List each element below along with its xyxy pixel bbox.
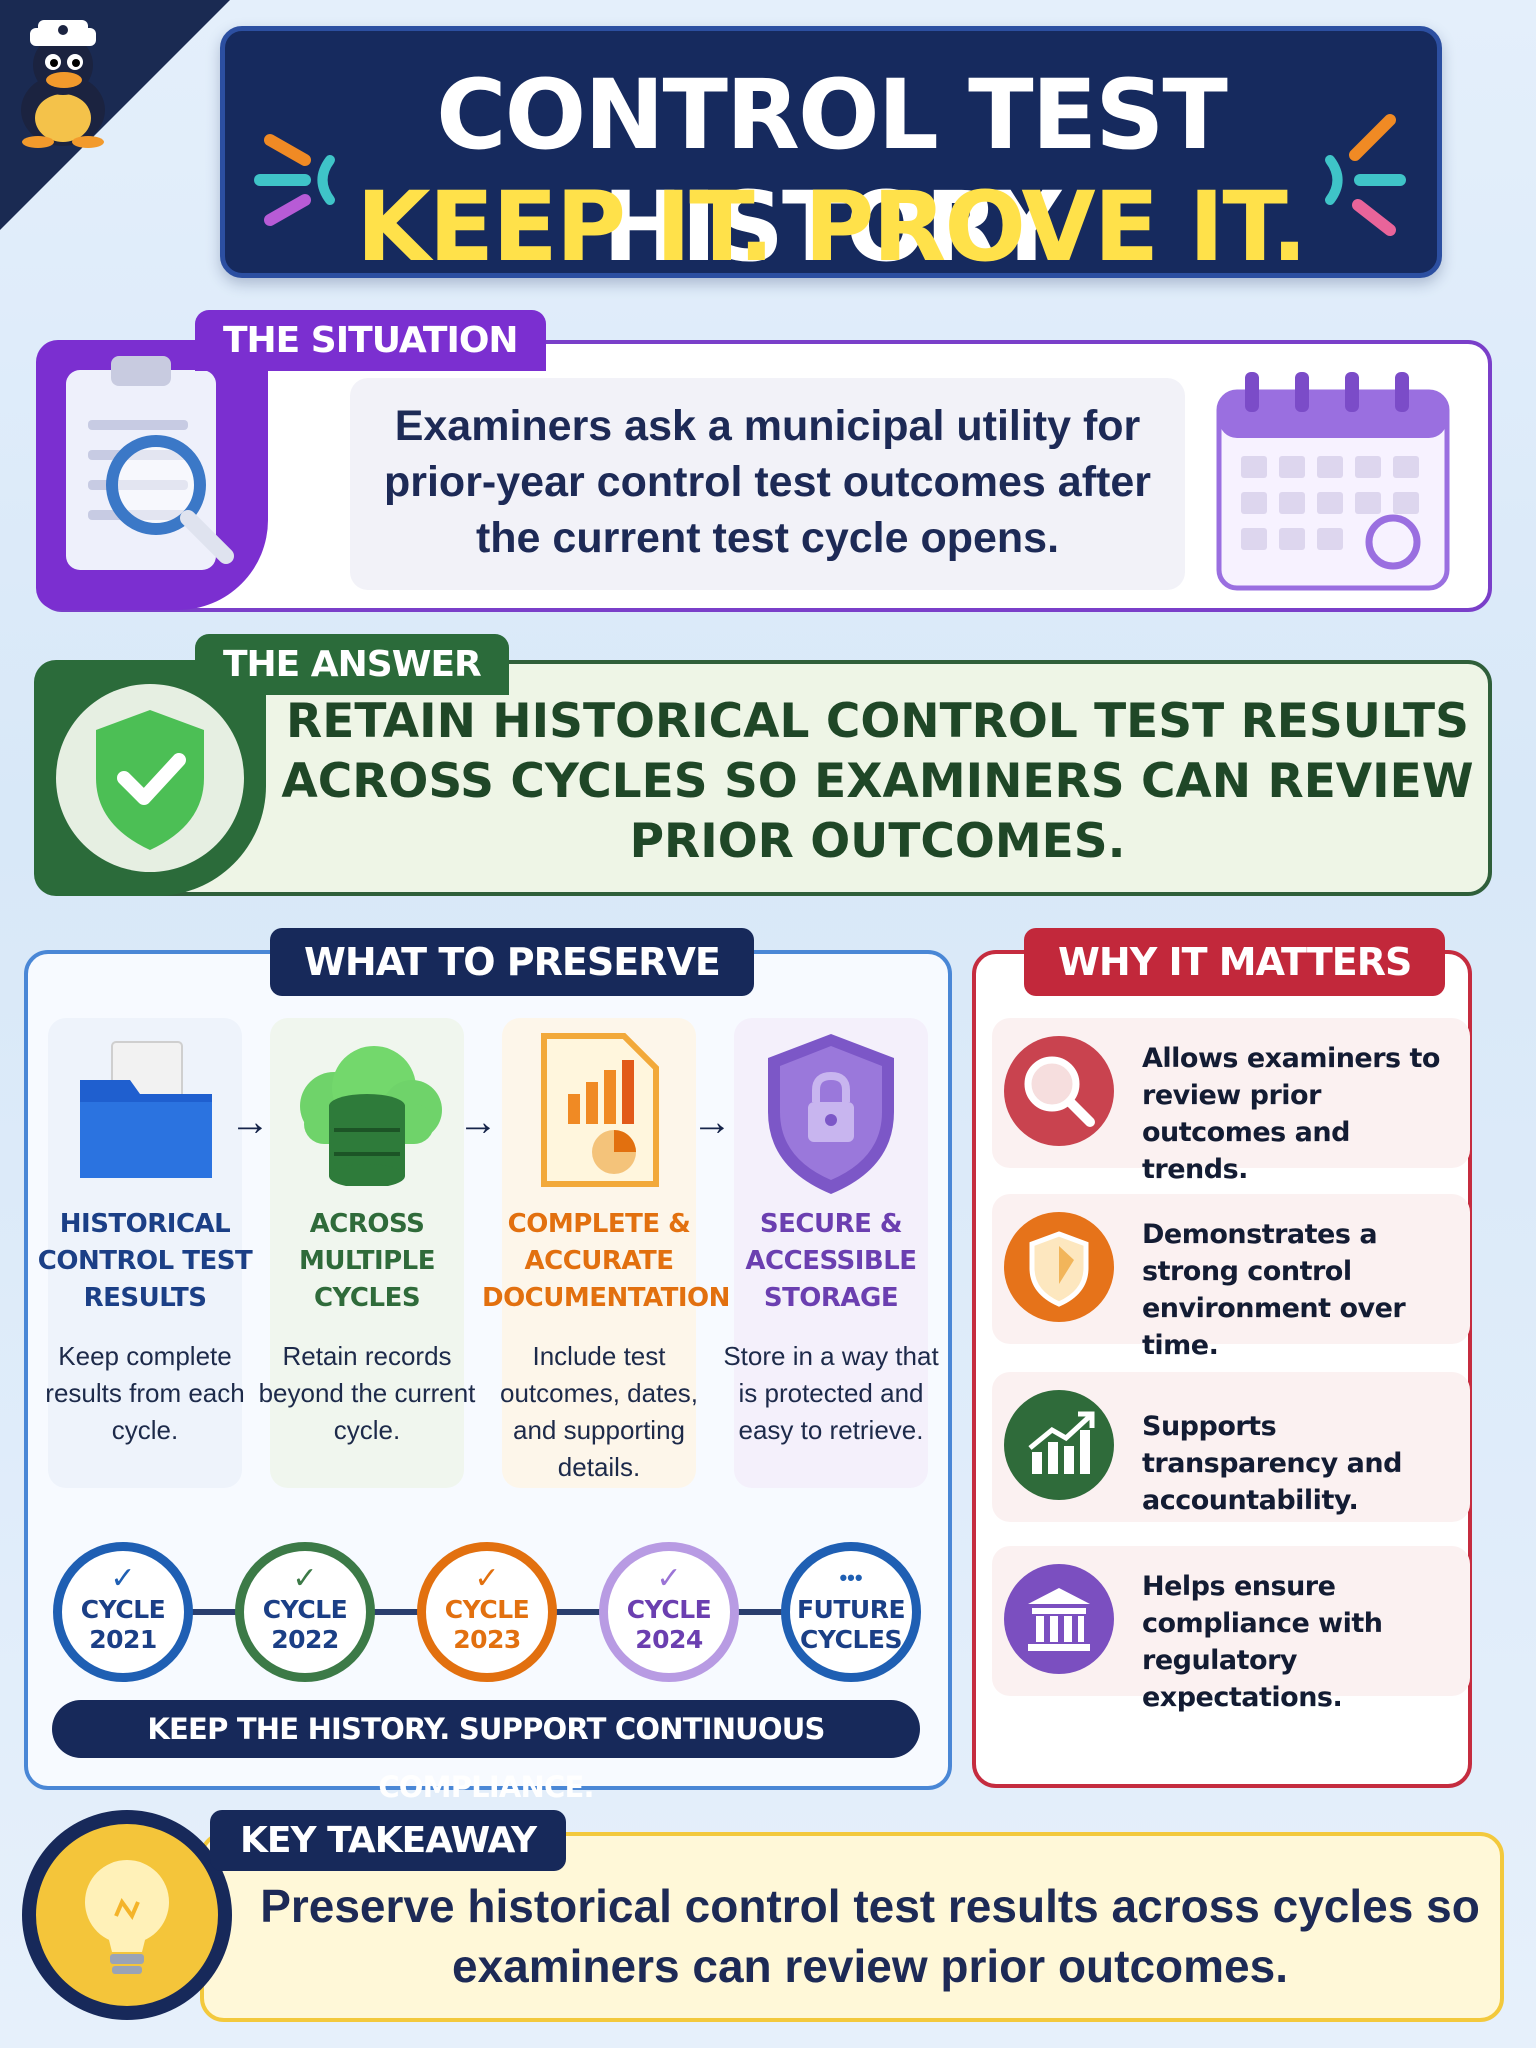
why-item: Demonstrates a strong control environmen…	[992, 1194, 1470, 1361]
cycle-year: 2024	[635, 1625, 703, 1654]
why-tab: WHY IT MATTERS	[1024, 928, 1446, 996]
arrow-icon: →	[230, 1100, 270, 1144]
preserve-tab: WHAT TO PRESERVE	[270, 928, 754, 996]
cycle-label: CYCLE	[626, 1595, 712, 1624]
why-item: Allows examiners to review prior outcome…	[992, 1018, 1470, 1185]
pillar-title: SECURE & ACCESSIBLE STORAGE	[745, 1209, 917, 1313]
cycle-label: CYCLE	[80, 1595, 166, 1624]
lock-shield-icon	[768, 1034, 894, 1194]
cycle-year: 2021	[89, 1625, 157, 1654]
pillar-title: COMPLETE & ACCURATE DOCUMENTATION	[482, 1209, 730, 1313]
cycle-label: FUTURE	[796, 1595, 906, 1624]
why-item-text: Allows examiners to review prior outcome…	[1142, 1043, 1440, 1185]
cycle-label: CYCLE	[444, 1595, 530, 1624]
arrow-icon: →	[692, 1100, 732, 1144]
pillar-title: ACROSS MULTIPLE CYCLES	[298, 1209, 436, 1313]
situation-icon-panel	[36, 340, 268, 610]
pillar-cycles: ACROSS MULTIPLE CYCLES Retain records be…	[259, 1018, 475, 1488]
burst-right-icon	[1325, 114, 1406, 236]
check-icon: ✓	[292, 1562, 318, 1595]
situation-tab: THE SITUATION	[195, 310, 546, 371]
cycle-label: CYCLE	[262, 1595, 348, 1624]
pillar-desc: Include test outcomes, dates, and suppor…	[500, 1341, 698, 1482]
magnifier-icon	[1004, 1036, 1114, 1146]
why-item-text: Helps ensure compliance with regulatory …	[1142, 1571, 1383, 1713]
pillar-desc: Store in a way that is protected and eas…	[723, 1341, 939, 1445]
cloud-database-icon	[300, 1046, 442, 1186]
takeaway-text: Preserve historical control test results…	[260, 1880, 1480, 1992]
check-icon: ✓	[474, 1562, 500, 1595]
cycle-year: 2023	[453, 1625, 521, 1654]
lightbulb-icon	[85, 1860, 169, 1974]
pillar-title: HISTORICAL CONTROL TEST RESULTS	[37, 1209, 253, 1313]
page-title: CONTROL TEST HISTORY	[436, 59, 1228, 283]
arrow-icon: →	[458, 1100, 498, 1144]
pillar-desc: Retain records beyond the current cycle.	[258, 1341, 476, 1445]
government-building-icon	[1004, 1564, 1114, 1674]
cycle-year: 2022	[271, 1625, 339, 1654]
pillar-desc: Keep complete results from each cycle.	[45, 1341, 245, 1445]
pillar-storage: SECURE & ACCESSIBLE STORAGE Store in a w…	[723, 1018, 939, 1488]
duck-mascot-icon	[21, 20, 105, 148]
compliance-banner: KEEP THE HISTORY. SUPPORT CONTINUOUS COM…	[52, 1700, 920, 1804]
report-document-icon	[541, 1033, 659, 1187]
pillar-documentation: COMPLETE & ACCURATE DOCUMENTATION Includ…	[482, 1018, 730, 1488]
pillar-historical: HISTORICAL CONTROL TEST RESULTS Keep com…	[38, 1018, 253, 1488]
situation-text: Examiners ask a municipal utility for pr…	[383, 402, 1151, 562]
folder-icon	[80, 1041, 212, 1178]
shield-icon	[1004, 1212, 1114, 1322]
growth-chart-icon	[1004, 1390, 1114, 1500]
takeaway-tab: KEY TAKEAWAY	[210, 1810, 567, 1871]
check-icon: ✓	[110, 1562, 136, 1595]
burst-left-icon	[254, 134, 335, 226]
answer-tab: THE ANSWER	[195, 634, 509, 695]
why-item-text: Supports transparency and accountability…	[1142, 1411, 1402, 1516]
why-item-text: Demonstrates a strong control environmen…	[1142, 1219, 1406, 1361]
why-item: Supports transparency and accountability…	[992, 1372, 1470, 1522]
clipboard-magnifier-icon	[66, 356, 234, 570]
takeaway-bulb-badge	[22, 1810, 232, 2020]
answer-text: RETAIN HISTORICAL CONTROL TEST RESULTS A…	[281, 694, 1474, 869]
more-dots-icon: •••	[839, 1565, 863, 1590]
header-banner: CONTROL TEST HISTORY KEEP IT. PROVE IT.	[220, 26, 1442, 283]
calendar-icon	[1216, 372, 1450, 591]
cycle-year: CYCLES	[800, 1625, 902, 1654]
situation-text-box: Examiners ask a municipal utility for pr…	[350, 378, 1185, 590]
page-subtitle: KEEP IT. PROVE IT.	[356, 171, 1308, 283]
check-icon: ✓	[656, 1562, 682, 1595]
answer-badge	[34, 660, 266, 896]
why-item: Helps ensure compliance with regulatory …	[992, 1546, 1470, 1713]
check-shield-icon	[56, 684, 244, 872]
answer-card	[38, 660, 1492, 896]
